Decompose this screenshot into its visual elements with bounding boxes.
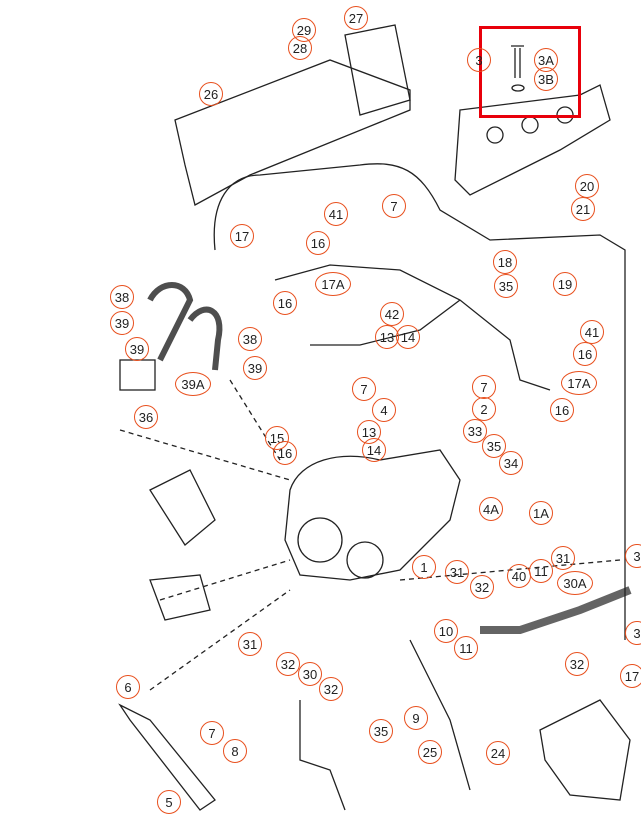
callout-42: 42: [380, 302, 404, 326]
callout-20: 20: [575, 174, 599, 198]
heat-shield: [174, 59, 411, 206]
callout-17a: 17A: [315, 272, 351, 296]
callout-6: 6: [116, 675, 140, 699]
callout-32: 32: [565, 652, 589, 676]
manifold-port: [486, 126, 504, 144]
washer-3b: [511, 84, 525, 92]
callout-31: 31: [238, 632, 262, 656]
callout-14: 14: [362, 438, 386, 462]
callout-7: 7: [352, 377, 376, 401]
callout-10: 10: [434, 619, 458, 643]
sensor-36: [119, 359, 156, 391]
bracket-27: [344, 24, 411, 116]
callout-17: 17: [620, 664, 641, 688]
turbo-housing: [297, 517, 343, 563]
callout-4: 4: [372, 398, 396, 422]
callout-32: 32: [319, 677, 343, 701]
callout-5: 5: [157, 790, 181, 814]
oil-pipe-17: [213, 163, 626, 640]
callout-19: 19: [553, 272, 577, 296]
callout-30: 30: [298, 662, 322, 686]
callout-38: 38: [238, 327, 262, 351]
callout-24: 24: [486, 741, 510, 765]
callout-2: 2: [472, 397, 496, 421]
callout-27: 27: [344, 6, 368, 30]
callout-32: 32: [470, 575, 494, 599]
callout-33: 33: [463, 419, 487, 443]
callout-7: 7: [382, 194, 406, 218]
callout-25: 25: [418, 740, 442, 764]
callout-16: 16: [273, 291, 297, 315]
callout-16: 16: [273, 441, 297, 465]
turbo-outlet: [346, 541, 384, 579]
callout-7: 7: [200, 721, 224, 745]
callout-36: 36: [134, 405, 158, 429]
callout-11: 11: [529, 559, 553, 583]
callout-3: 3: [625, 544, 641, 568]
callout-17a: 17A: [561, 371, 597, 395]
intake-pipe: [149, 574, 211, 621]
callout-16: 16: [306, 231, 330, 255]
callout-41: 41: [324, 202, 348, 226]
callout-34: 34: [499, 451, 523, 475]
callout-9: 9: [404, 706, 428, 730]
callout-40: 40: [507, 564, 531, 588]
callout-18: 18: [493, 250, 517, 274]
callout-1: 1: [412, 555, 436, 579]
callout-32: 32: [276, 652, 300, 676]
pipe-30: [299, 700, 346, 811]
callout-11: 11: [454, 636, 478, 660]
callout-39a: 39A: [175, 372, 211, 396]
callout-16: 16: [573, 342, 597, 366]
oil-filter: [539, 699, 631, 801]
callout-3: 3: [467, 48, 491, 72]
callout-38: 38: [110, 285, 134, 309]
callout-16: 16: [550, 398, 574, 422]
callout-21: 21: [571, 197, 595, 221]
pipe-30a: [480, 586, 632, 634]
callout-8: 8: [223, 739, 247, 763]
callout-35: 35: [369, 719, 393, 743]
callout-28: 28: [288, 36, 312, 60]
manifold-port: [521, 116, 539, 134]
callout-31: 31: [445, 560, 469, 584]
callout-14: 14: [396, 325, 420, 349]
bolt-3a: [511, 45, 524, 78]
callout-7: 7: [472, 375, 496, 399]
callout-39: 39: [125, 337, 149, 361]
callout-3: 3: [625, 621, 641, 645]
hose-38: [147, 282, 194, 362]
callout-35: 35: [482, 434, 506, 458]
callout-39: 39: [243, 356, 267, 380]
intake-boot: [149, 469, 216, 546]
hose-38b: [187, 306, 223, 371]
callout-30a: 30A: [557, 571, 593, 595]
callout-39: 39: [110, 311, 134, 335]
callout-4a: 4A: [479, 497, 503, 521]
exhaust-manifold: [454, 84, 611, 196]
callout-1a: 1A: [529, 501, 553, 525]
pipe-9: [409, 639, 471, 791]
callout-31: 31: [551, 546, 575, 570]
callout-26: 26: [199, 82, 223, 106]
callout-35: 35: [494, 274, 518, 298]
callout-17: 17: [230, 224, 254, 248]
highlight-box: [479, 26, 581, 118]
leader-lines: [119, 379, 621, 691]
bracket-5: [118, 703, 216, 811]
callout-3b: 3B: [534, 67, 558, 91]
callout-41: 41: [580, 320, 604, 344]
